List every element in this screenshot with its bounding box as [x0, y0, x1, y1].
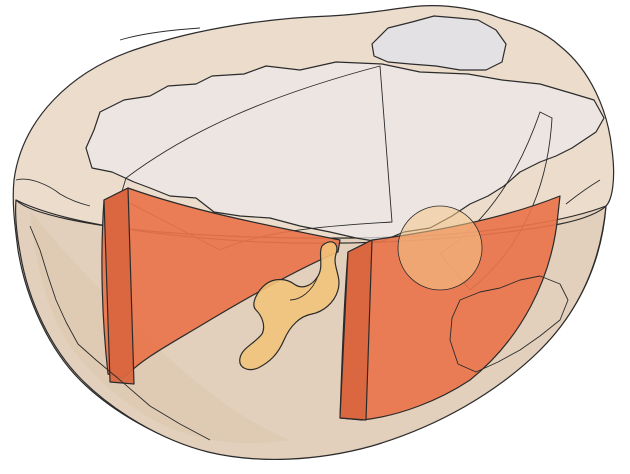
slab-front-left-side [104, 188, 134, 384]
figure-halo [398, 206, 482, 290]
